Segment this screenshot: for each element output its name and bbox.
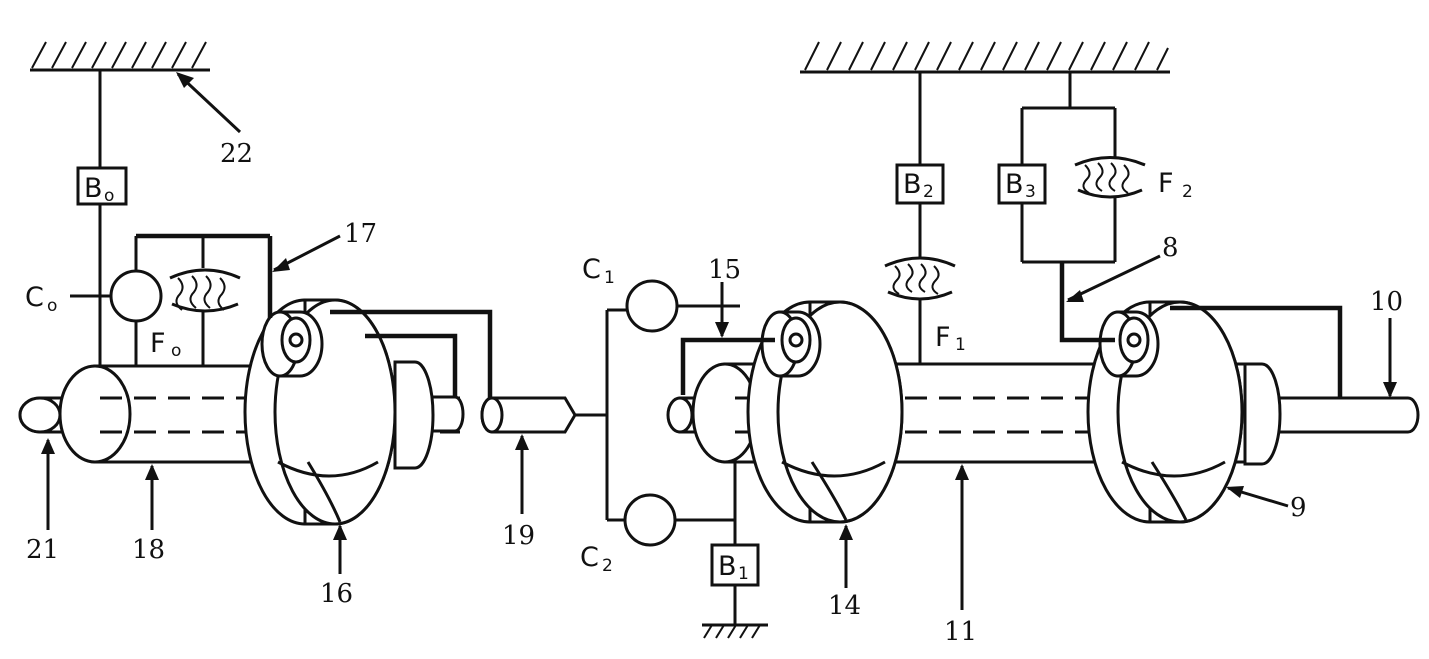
svg-text:2: 2 bbox=[1182, 182, 1193, 202]
b3-f2-branch bbox=[997, 72, 1146, 343]
shaft-stub-left bbox=[393, 360, 465, 470]
c0-f0-block bbox=[70, 233, 273, 366]
callout-8: 8 bbox=[1066, 233, 1179, 302]
svg-text:F: F bbox=[935, 322, 951, 353]
svg-text:B: B bbox=[718, 551, 737, 582]
svg-text:1: 1 bbox=[738, 564, 749, 584]
freewheel-f2-icon bbox=[1074, 156, 1146, 199]
label-f0: F o bbox=[150, 328, 181, 361]
label-b1: B 1 bbox=[718, 551, 749, 584]
svg-text:8: 8 bbox=[1162, 233, 1179, 263]
left-unit-output-link bbox=[330, 309, 493, 400]
svg-text:F: F bbox=[150, 328, 166, 359]
freewheel-f1-icon bbox=[884, 256, 956, 301]
c1-housing-link-15 bbox=[680, 337, 775, 395]
svg-text:14: 14 bbox=[828, 591, 861, 621]
svg-text:C: C bbox=[580, 542, 599, 573]
svg-text:F: F bbox=[1158, 168, 1174, 199]
svg-text:19: 19 bbox=[502, 521, 535, 551]
label-f1: F 1 bbox=[935, 322, 966, 355]
shaft-stub-right bbox=[1243, 362, 1282, 466]
callout-9: 9 bbox=[1226, 486, 1307, 523]
intermediate-shaft-19 bbox=[480, 396, 607, 434]
svg-text:21: 21 bbox=[26, 535, 59, 565]
svg-text:2: 2 bbox=[602, 556, 613, 576]
svg-text:o: o bbox=[47, 296, 57, 316]
label-b0: B o bbox=[84, 173, 114, 206]
stator-roller-14 bbox=[760, 310, 822, 378]
svg-text:1: 1 bbox=[955, 335, 966, 355]
svg-text:C: C bbox=[25, 282, 44, 313]
svg-text:11: 11 bbox=[944, 617, 977, 647]
ground-b1 bbox=[702, 623, 768, 639]
label-c2: C 2 bbox=[580, 542, 613, 576]
svg-text:9: 9 bbox=[1290, 493, 1307, 523]
callout-11: 11 bbox=[944, 464, 977, 647]
label-c0: C o bbox=[25, 282, 57, 316]
ground-right bbox=[800, 41, 1170, 74]
callout-17: 17 bbox=[272, 219, 377, 272]
callout-18: 18 bbox=[132, 464, 165, 565]
svg-text:10: 10 bbox=[1370, 287, 1403, 317]
svg-text:16: 16 bbox=[320, 579, 353, 609]
callout-16: 16 bbox=[320, 524, 353, 609]
callout-10: 10 bbox=[1370, 287, 1403, 398]
svg-text:18: 18 bbox=[132, 535, 165, 565]
svg-text:15: 15 bbox=[708, 255, 741, 285]
svg-text:B: B bbox=[84, 173, 103, 204]
stator-roller-16 bbox=[260, 310, 324, 378]
callout-22: 22 bbox=[176, 72, 253, 169]
stator-roller-9 bbox=[1098, 310, 1160, 378]
label-f2: F 2 bbox=[1158, 168, 1193, 202]
label-b3: B 3 bbox=[1005, 169, 1036, 202]
svg-text:C: C bbox=[582, 254, 601, 285]
svg-text:17: 17 bbox=[344, 219, 377, 249]
b2-f1-branch bbox=[884, 72, 956, 364]
callout-19: 19 bbox=[502, 434, 535, 551]
svg-text:2: 2 bbox=[923, 182, 934, 202]
svg-text:22: 22 bbox=[220, 139, 253, 169]
freewheel-f0-icon bbox=[169, 268, 241, 313]
callout-15: 15 bbox=[708, 255, 741, 338]
ground-left bbox=[30, 41, 210, 72]
converter-9-output-link bbox=[1170, 305, 1343, 398]
clutch-c1-c2-branch bbox=[605, 279, 760, 625]
callout-21: 21 bbox=[26, 438, 59, 565]
svg-text:B: B bbox=[1005, 169, 1024, 200]
label-c1: C 1 bbox=[582, 254, 615, 288]
svg-text:1: 1 bbox=[604, 268, 615, 288]
svg-text:o: o bbox=[171, 341, 181, 361]
label-b2: B 2 bbox=[903, 169, 934, 202]
svg-text:3: 3 bbox=[1025, 182, 1036, 202]
svg-text:o: o bbox=[104, 186, 114, 206]
b0-brake-branch bbox=[76, 70, 128, 366]
callout-14: 14 bbox=[828, 524, 861, 621]
svg-text:B: B bbox=[903, 169, 922, 200]
